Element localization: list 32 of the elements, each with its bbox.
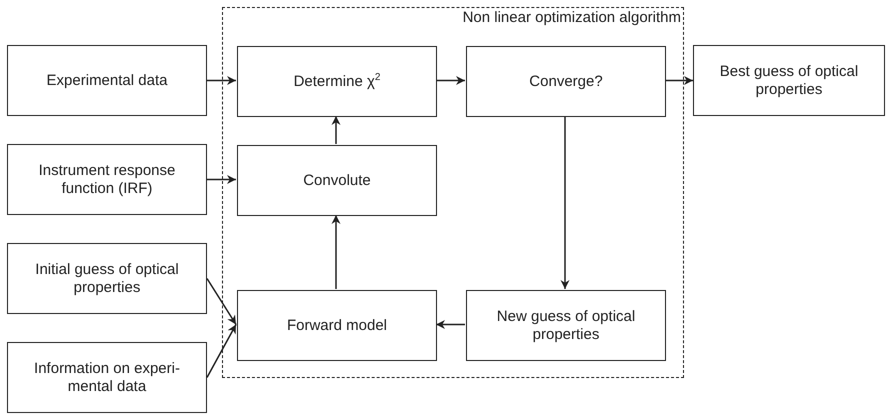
process-box [237,46,437,117]
dashed-group-frame [222,7,684,378]
group-title: Non linear optimization algorithm [462,9,681,26]
arrow [206,278,237,325]
process-box [693,45,885,116]
process-box [7,144,207,215]
box-label: Initial guess of optical properties [34,260,180,296]
box-label: Converge? [529,72,603,90]
arrow [560,116,570,289]
arrow [332,215,340,289]
arrow [665,76,693,85]
box-label: Convolute [303,172,371,190]
process-box [237,290,437,361]
box-label: Best guess of optical properties [718,62,860,98]
process-box [7,45,207,116]
process-box [237,145,437,216]
box-label: New guess of optical properties [496,308,636,344]
box-label: Determine χ$^{2}$ [294,72,380,91]
process-box [466,46,666,117]
arrow [436,76,465,85]
process-box [7,342,207,413]
box-label: Forward model [286,316,388,334]
arrow [207,76,236,85]
arrow [206,324,237,378]
box-label: Experimental data [46,72,168,90]
box-label: Instrument response function (IRF) [38,162,176,198]
arrow [332,116,340,144]
arrow [436,320,465,329]
process-box [7,243,207,314]
arrow [207,175,236,184]
process-box [466,290,666,361]
box-label: Information on experi-mental data [33,360,181,396]
